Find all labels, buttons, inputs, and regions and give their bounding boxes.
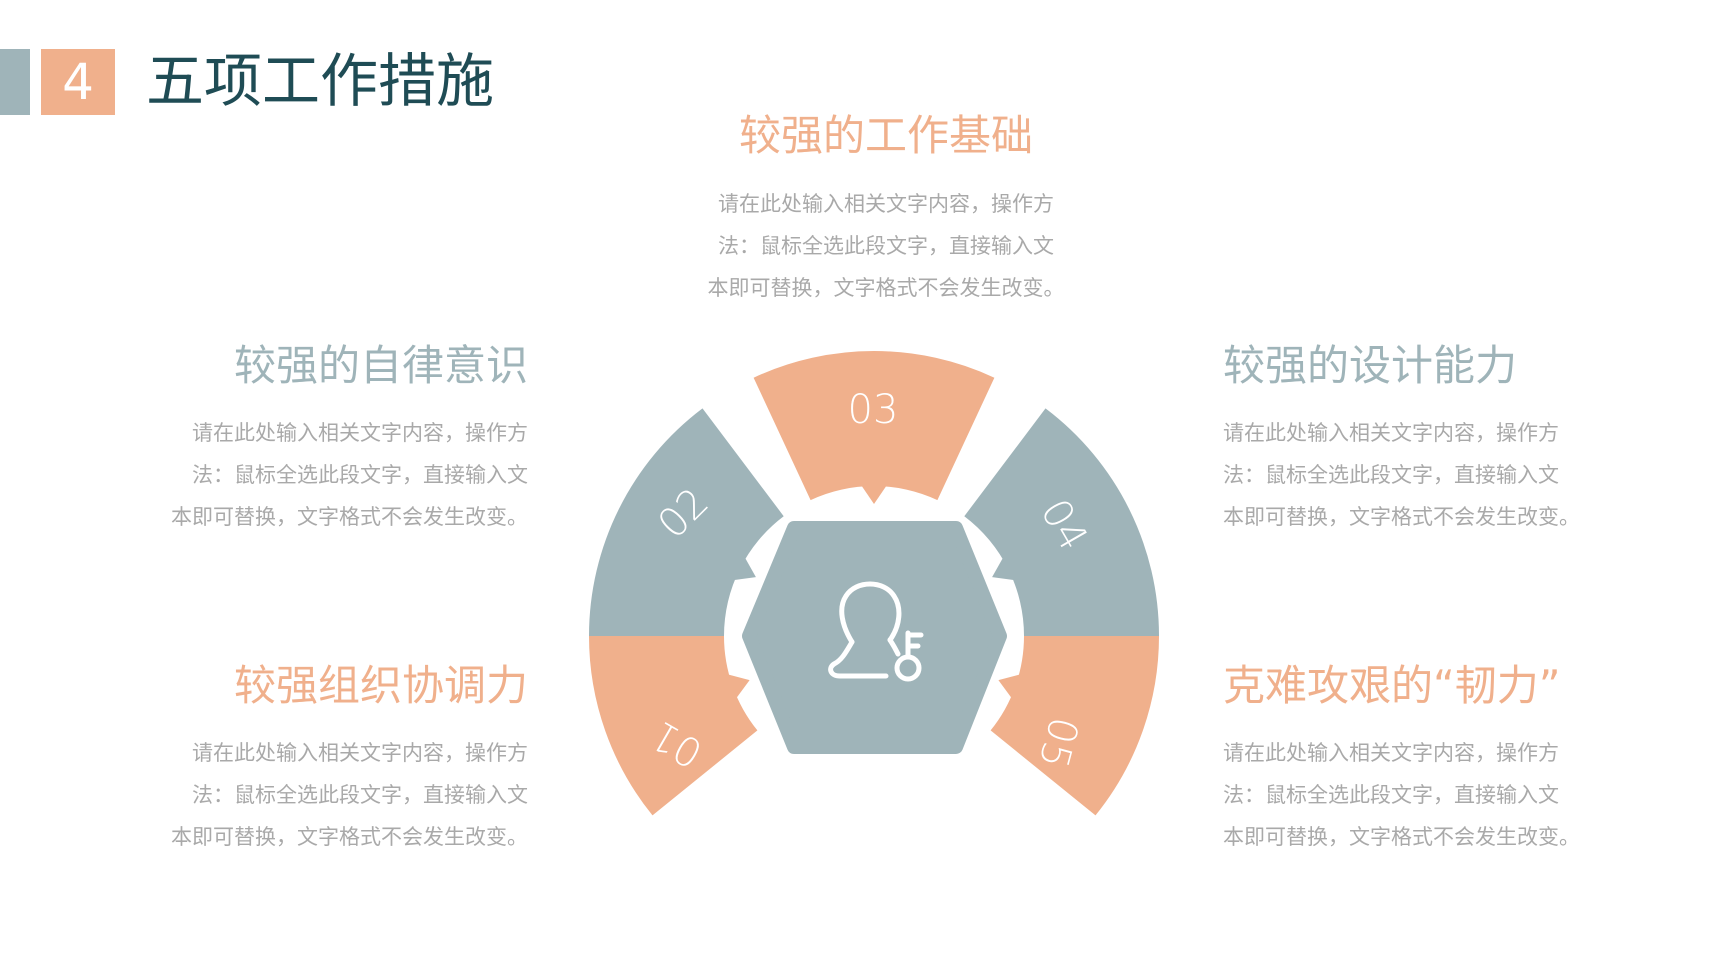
block-top-line-2: 法：鼠标全选此段文字，直接输入文 [718,234,1054,258]
block-right-upper-body: 请在此处输入相关文字内容，操作方 法：鼠标全选此段文字，直接输入文 本即可替换，… [1223,412,1580,538]
block-left-lower-title: 较强组织协调力 [233,661,528,710]
segment-05-pointer [998,674,1022,699]
center-hexagon [742,521,1007,754]
segment-number-03: 03 [848,387,899,433]
block-top-line-1: 请在此处输入相关文字内容，操作方 [718,192,1054,216]
user-key-icon [828,581,924,682]
segment-04-pointer [992,556,1016,581]
block-right-lower-line-2: 法：鼠标全选此段文字，直接输入文 [1223,783,1559,807]
block-right-upper-line-1: 请在此处输入相关文字内容，操作方 [1223,421,1559,445]
segment-03-pointer [860,484,888,504]
block-right-lower-body: 请在此处输入相关文字内容，操作方 法：鼠标全选此段文字，直接输入文 本即可替换，… [1223,732,1580,858]
block-top-line-3: 本即可替换，文字格式不会发生改变。 [707,276,1065,300]
block-right-lower-line-3: 本即可替换，文字格式不会发生改变。 [1223,825,1580,849]
block-top-title: 较强的工作基础 [738,111,1033,160]
header-accent-bar [0,49,30,115]
block-left-upper-line-3: 本即可替换，文字格式不会发生改变。 [171,505,528,529]
block-right-upper-line-2: 法：鼠标全选此段文字，直接输入文 [1223,463,1559,487]
segment-01 [589,636,758,816]
block-right-upper-line-3: 本即可替换，文字格式不会发生改变。 [1223,505,1580,529]
block-top-body: 请在此处输入相关文字内容，操作方 法：鼠标全选此段文字，直接输入文 本即可替换，… [676,183,1096,309]
block-left-upper-body: 请在此处输入相关文字内容，操作方 法：鼠标全选此段文字，直接输入文 本即可替换，… [100,412,528,538]
block-right-lower-line-1: 请在此处输入相关文字内容，操作方 [1223,741,1559,765]
block-left-upper-line-1: 请在此处输入相关文字内容，操作方 [192,421,528,445]
segment-03 [753,351,995,501]
segments-layer [589,351,1159,816]
block-left-upper-title: 较强的自律意识 [233,341,528,390]
block-left-lower-line-3: 本即可替换，文字格式不会发生改变。 [171,825,528,849]
segment-02-pointer [732,556,756,581]
block-right-upper-title: 较强的设计能力 [1223,341,1518,390]
block-left-upper-line-2: 法：鼠标全选此段文字，直接输入文 [192,463,528,487]
block-left-lower-line-2: 法：鼠标全选此段文字，直接输入文 [192,783,528,807]
segment-05 [990,636,1159,816]
segment-01-pointer [726,674,750,699]
page-title: 五项工作措施 [146,47,495,115]
block-left-lower-body: 请在此处输入相关文字内容，操作方 法：鼠标全选此段文字，直接输入文 本即可替换，… [100,732,528,858]
section-number-badge: 4 [41,49,115,115]
block-left-lower-line-1: 请在此处输入相关文字内容，操作方 [192,741,528,765]
block-right-lower-title: 克难攻艰的“韧力” [1223,661,1561,710]
